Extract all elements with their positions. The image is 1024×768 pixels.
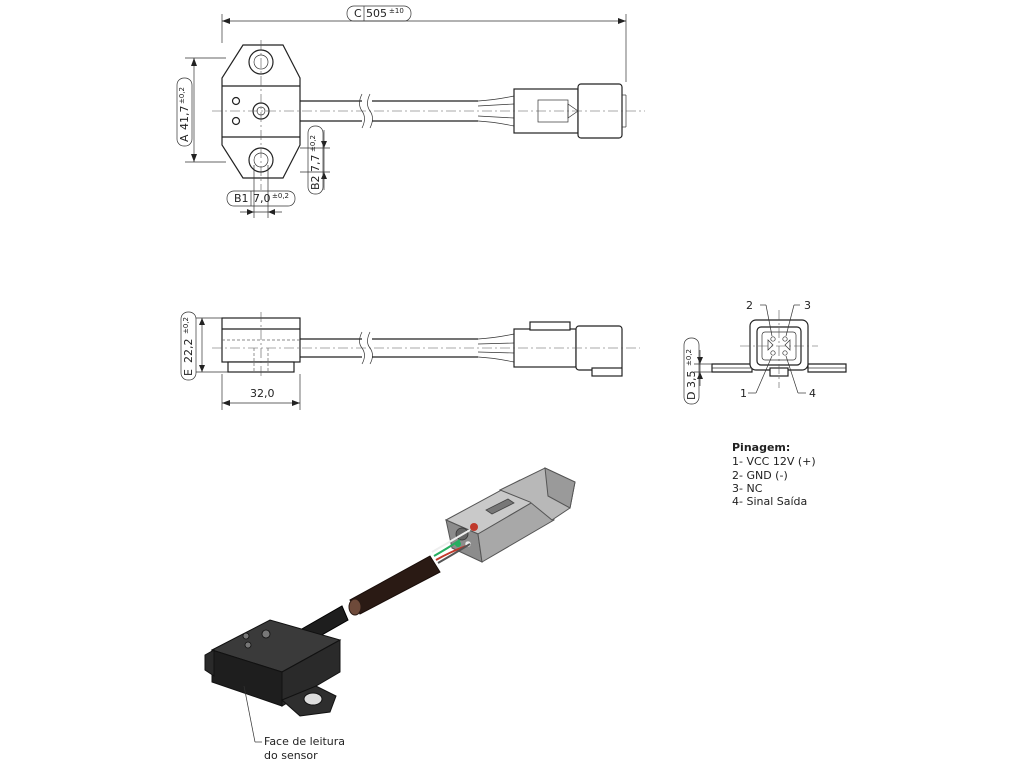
dim-a-letter: A bbox=[178, 134, 191, 142]
dim-b1-letter: B1 bbox=[234, 192, 249, 205]
pinout-item-4: 4- Sinal Saída bbox=[732, 495, 807, 508]
dim-b1-value: 7,0 bbox=[253, 192, 271, 205]
pinout-title: Pinagem: bbox=[732, 441, 790, 454]
pinout-item-2: 2- GND (-) bbox=[732, 469, 788, 482]
dim-b2-value: 7,7 bbox=[309, 155, 322, 173]
dim-a-tol: ±0,2 bbox=[178, 87, 186, 104]
dim-c-letter: C bbox=[354, 7, 362, 20]
top-view: C 505 ±10 A 41,7 ±0,2 B1 7,0 ±0,2 B2 7,7 bbox=[176, 5, 645, 218]
pinout-item-1: 1- VCC 12V (+) bbox=[732, 455, 816, 468]
dim-b2-letter: B2 bbox=[309, 175, 322, 190]
dim-c-tol: ±10 bbox=[389, 7, 404, 15]
dim-d-value: 3,5 bbox=[685, 371, 698, 389]
dim-width-value: 32,0 bbox=[250, 387, 275, 400]
iso-connector bbox=[444, 467, 576, 563]
dim-d-letter: D bbox=[685, 392, 698, 400]
pin-callout-2: 2 bbox=[746, 299, 753, 312]
dim-e-letter: E bbox=[182, 369, 195, 376]
callout-line2: do sensor bbox=[264, 749, 318, 762]
front-view: 2 3 1 4 D 3,5 ±0,2 bbox=[683, 299, 847, 405]
dim-b1-tol: ±0,2 bbox=[272, 192, 289, 200]
side-view: E 22,2 ±0,2 32,0 bbox=[180, 311, 640, 410]
pin-callout-4: 4 bbox=[809, 387, 816, 400]
dim-e-value: 22,2 bbox=[182, 339, 195, 364]
pin-callout-3: 3 bbox=[804, 299, 811, 312]
isometric-render: Face de leitura do sensor bbox=[204, 467, 576, 762]
dim-b2-tol: ±0,2 bbox=[309, 135, 317, 152]
callout-line1: Face de leitura bbox=[264, 735, 345, 748]
pin-callout-1: 1 bbox=[740, 387, 747, 400]
dim-a-value: 41,7 bbox=[178, 106, 191, 131]
dim-c-value: 505 bbox=[366, 7, 387, 20]
dim-e-tol: ±0,2 bbox=[182, 317, 190, 334]
dim-d-tol: ±0,2 bbox=[685, 349, 693, 366]
pinout-legend: Pinagem: 1- VCC 12V (+) 2- GND (-) 3- NC… bbox=[732, 441, 816, 508]
pinout-item-3: 3- NC bbox=[732, 482, 763, 495]
